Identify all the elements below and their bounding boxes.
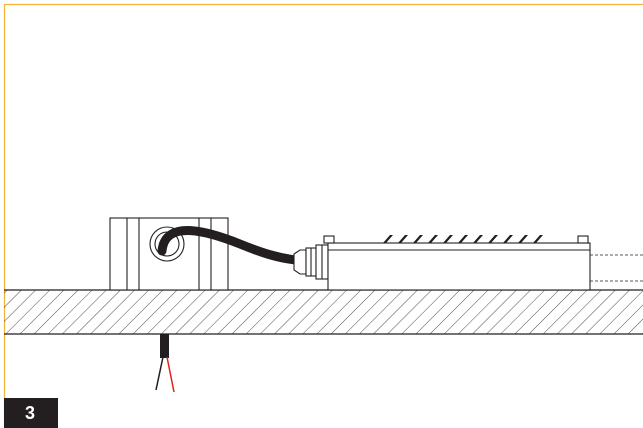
extension-lines (590, 254, 643, 282)
diagram-frame (3, 3, 643, 428)
led-fixture-icon (323, 235, 591, 291)
step-number-badge: 3 (4, 398, 58, 428)
cable-gland-icon (293, 244, 329, 280)
cable-icon (157, 226, 301, 265)
junction-box-icon (109, 217, 229, 291)
supply-wires-icon (155, 334, 175, 393)
mounting-surface (4, 289, 643, 335)
